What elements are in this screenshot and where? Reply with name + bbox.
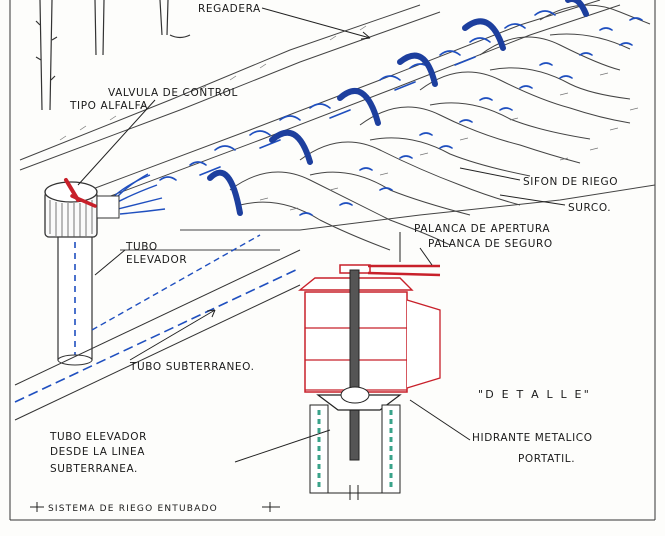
label-tubo-subterraneo: TUBO SUBTERRANEO. [129,361,255,373]
label-footer: SISTEMA DE RIEGO ENTUBADO [48,504,218,514]
label-surco: SURCO. [568,202,611,214]
label-regadera: REGADERA [198,3,261,15]
siphon-2 [272,133,310,162]
hydrant-detail [300,265,440,500]
label-palanca-apertura: PALANCA DE APERTURA [414,223,550,235]
label-palanca-seguro: PALANCA DE SEGURO [428,238,553,250]
siphon-1 [210,173,240,213]
label-tubo: TUBO [125,241,158,253]
footer-caption: SISTEMA DE RIEGO ENTUBADO [30,502,280,514]
label-tubo-linea-line3: SUBTERRANEA. [50,463,138,475]
label-hidrante-line2: PORTATIL. [518,453,575,465]
label-valvula-line2: TIPO ALFALFA [69,100,148,112]
label-sifon: SIFON DE RIEGO [523,176,618,188]
label-detalle: "D E T A L L E" [478,388,591,401]
riser-valve [45,180,119,365]
label-tubo-linea-line1: TUBO ELEVADOR [49,431,147,443]
label-tubo-linea-line2: DESDE LA LINEA [50,446,145,458]
label-elevador: ELEVADOR [126,254,187,266]
label-hidrante-line1: HIDRANTE METALICO [472,432,593,444]
label-valvula-line1: VALVULA DE CONTROL [108,87,238,99]
